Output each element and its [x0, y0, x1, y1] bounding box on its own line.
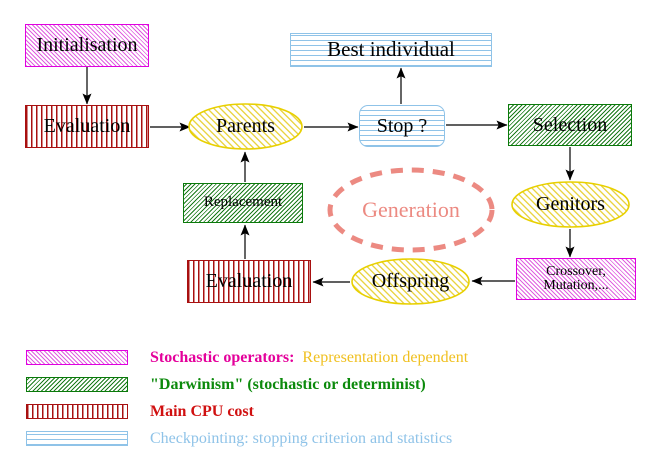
node-replacement-label: Replacement	[203, 194, 283, 211]
legend-text-b: Representation dependent	[294, 348, 469, 366]
node-parents-label: Parents	[216, 115, 275, 137]
legend-row: Checkpointing: stopping criterion and st…	[26, 425, 626, 452]
node-replacement[interactable]: Replacement	[183, 183, 303, 223]
genitors-ellipse-shape	[511, 181, 630, 228]
legend-swatch-darwinism	[26, 377, 128, 392]
legend-text-a: "Darwinism" (stochastic or determinist)	[150, 375, 426, 393]
legend-text-a: Checkpointing: stopping criterion and st…	[150, 429, 453, 447]
node-selection[interactable]: Selection	[508, 104, 632, 146]
node-parents[interactable]: Parents	[188, 103, 303, 150]
node-stop[interactable]: Stop ?	[359, 105, 445, 147]
offspring-ellipse-shape	[351, 258, 470, 305]
node-offspring[interactable]: Offspring	[351, 258, 470, 305]
generation-bubble: Generation	[327, 167, 495, 253]
legend-label-main-cpu-cost: Main CPU cost	[150, 403, 254, 421]
generation-bubble-label: Generation	[362, 197, 460, 222]
node-genitors[interactable]: Genitors	[511, 181, 630, 228]
node-initialisation[interactable]: Initialisation	[25, 24, 149, 67]
legend-text-a: Stochastic operators:	[150, 348, 295, 366]
node-best-individual-label: Best individual	[327, 37, 455, 62]
node-crossover-mutation[interactable]: Crossover, Mutation,...	[516, 258, 636, 300]
node-stop-label: Stop ?	[376, 114, 428, 137]
node-evaluation-bottom-label: Evaluation	[205, 270, 293, 293]
legend-row: Stochastic operators: Representation dep…	[26, 344, 626, 371]
legend-label-stochastic-operators: Stochastic operators: Representation dep…	[150, 349, 468, 367]
node-selection-label: Selection	[532, 113, 608, 136]
legend-label-darwinism: "Darwinism" (stochastic or determinist)	[150, 376, 426, 394]
legend-row: "Darwinism" (stochastic or determinist)	[26, 371, 626, 398]
legend-text-a: Main CPU cost	[150, 402, 254, 420]
node-evaluation-top-label: Evaluation	[43, 115, 131, 138]
node-best-individual[interactable]: Best individual	[290, 33, 492, 67]
node-evaluation-bottom[interactable]: Evaluation	[187, 260, 311, 303]
node-genitors-label: Genitors	[536, 193, 605, 215]
node-offspring-label: Offspring	[371, 270, 450, 292]
legend-swatch-main-cpu-cost	[26, 404, 128, 419]
generation-ellipse-shape	[327, 167, 495, 253]
node-crossover-mutation-label: Crossover, Mutation,...	[543, 263, 609, 293]
node-evaluation-top[interactable]: Evaluation	[25, 105, 149, 148]
node-initialisation-label: Initialisation	[36, 34, 138, 57]
legend-swatch-checkpointing	[26, 431, 128, 446]
legend-row: Main CPU cost	[26, 398, 626, 425]
legend-swatch-stochastic-operators	[26, 350, 128, 365]
parents-ellipse-shape	[188, 103, 303, 150]
legend: Stochastic operators: Representation dep…	[26, 344, 626, 452]
legend-label-checkpointing: Checkpointing: stopping criterion and st…	[150, 430, 452, 448]
